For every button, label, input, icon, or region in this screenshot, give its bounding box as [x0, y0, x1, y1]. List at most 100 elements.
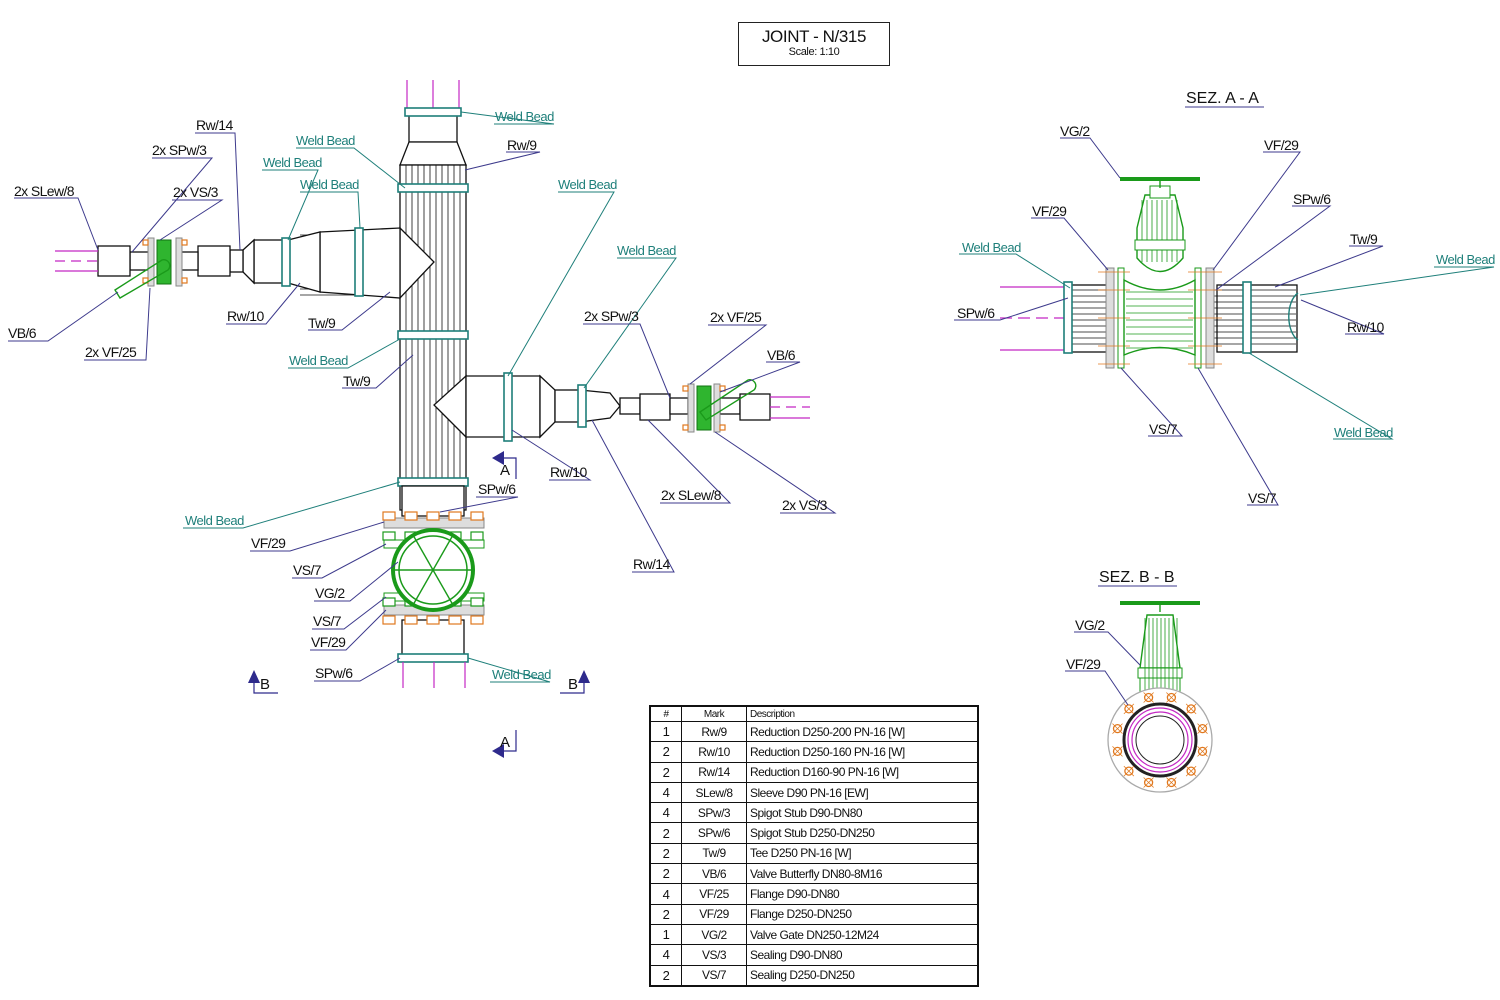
main-view: Rw/14 2x SPw/3 2x SLew/8 2x VS/3 VB/6 2x… [8, 80, 837, 758]
svg-text:A: A [500, 462, 510, 479]
label-weld-lower: Weld Bead [185, 513, 244, 528]
label-tw9-b: Tw/9 [343, 373, 371, 389]
weld-bead-bottom [397, 653, 469, 663]
bom-header-row: # Mark Description [649, 705, 979, 722]
label-vs3-right: 2x VS/3 [782, 497, 828, 513]
bom-cell-qty: 2 [649, 761, 682, 783]
label-slew8-left: 2x SLew/8 [14, 183, 75, 199]
label-weld-right-2: Weld Bead [617, 243, 676, 258]
label-aa-weld-left: Weld Bead [962, 240, 1021, 255]
weld-bead-aa-left [1063, 281, 1073, 354]
bom-cell-mark: VS/3 [681, 944, 747, 966]
gate-valve-top-view [382, 511, 485, 625]
label-weld-top: Weld Bead [495, 109, 554, 124]
bom-cell-qty: 4 [649, 883, 682, 905]
label-aa-vs7-left: VS/7 [1149, 421, 1178, 437]
label-rw14-left: Rw/14 [196, 117, 233, 133]
bom-cell-mark: Rw/10 [681, 741, 747, 763]
label-spw6-upper: SPw/6 [478, 481, 516, 497]
label-spw6-lower: SPw/6 [315, 665, 353, 681]
axis-lines-top [406, 80, 460, 110]
bom-cell-description: Reduction D250-200 PN-16 [W] [746, 720, 979, 743]
bom-cell-qty: 2 [649, 863, 682, 885]
bom-cell-description: Spigot Stub D90-DN80 [746, 802, 979, 824]
weld-bead-aa-right [1242, 281, 1252, 354]
bom-cell-description: Reduction D160-90 PN-16 [W] [746, 761, 979, 783]
label-vs3-left: 2x VS/3 [173, 184, 219, 200]
label-vf25-right: 2x VF/25 [710, 309, 762, 325]
label-rw10-right: Rw/10 [550, 464, 587, 480]
bom-cell-description: Valve Butterfly DN80-8M16 [746, 863, 979, 885]
bom-cell-description: Tee D250 PN-16 [W] [746, 842, 979, 865]
weld-bead-upper [397, 183, 469, 193]
bom-cell-mark: VS/7 [681, 964, 747, 987]
left-branch [55, 227, 401, 299]
bom-cell-qty: 1 [649, 720, 682, 743]
label-aa-vf29-left: VF/29 [1032, 203, 1067, 219]
label-weld-mid: Weld Bead [289, 353, 348, 368]
label-vs7-upper: VS/7 [293, 562, 322, 578]
bom-cell-mark: SLew/8 [681, 781, 747, 804]
label-weld-left-1: Weld Bead [263, 155, 322, 170]
bom-cell-description: Reduction D250-160 PN-16 [W] [746, 741, 979, 763]
label-vf29-upper: VF/29 [251, 535, 286, 551]
bom-cell-description: Sealing D250-DN250 [746, 964, 979, 987]
weld-bead-top [404, 107, 462, 117]
bom-cell-mark: VF/25 [681, 883, 747, 905]
butterfly-valve-right [682, 379, 757, 433]
bom-cell-description: Flange D250-DN250 [746, 903, 979, 925]
bom-cell-qty: 2 [649, 822, 682, 844]
bom-cell-description: Sleeve D90 PN-16 [EW] [746, 781, 979, 804]
bom-cell-qty: 4 [649, 802, 682, 824]
bom-header-qty: # [649, 705, 682, 722]
label-aa-weld-right: Weld Bead [1436, 252, 1495, 267]
label-aa-rw10: Rw/10 [1347, 319, 1384, 335]
axis-lines-bottom [402, 662, 466, 688]
label-aa-vg2: VG/2 [1060, 123, 1090, 139]
bom-cell-mark: Rw/14 [681, 761, 747, 783]
labels-main: Rw/14 2x SPw/3 2x SLew/8 2x VS/3 VB/6 2x… [8, 109, 828, 682]
label-aa-vs7-right: VS/7 [1248, 490, 1277, 506]
drawing-title: JOINT - N/315 [761, 27, 867, 46]
bom-cell-mark: SPw/6 [681, 822, 747, 844]
bom-cell-mark: VG/2 [681, 923, 747, 946]
section-bb-title: SEZ. B - B [1099, 569, 1175, 586]
bom-cell-description: Valve Gate DN250-12M24 [746, 923, 979, 946]
label-vf29-lower: VF/29 [311, 634, 346, 650]
bom-cell-qty: 2 [649, 741, 682, 763]
section-aa-title: SEZ. A - A [1186, 90, 1259, 107]
bom-cell-qty: 4 [649, 944, 682, 966]
svg-text:B: B [568, 676, 578, 693]
label-rw14-right: Rw/14 [633, 556, 670, 572]
svg-text:A: A [500, 734, 510, 751]
bom-cell-qty: 2 [649, 903, 682, 925]
title-block: JOINT - N/315 Scale: 1:10 [738, 22, 890, 66]
section-mark-b-left: B [248, 670, 278, 694]
section-mark-b-right: B [560, 670, 590, 694]
label-weld-left-2: Weld Bead [300, 177, 359, 192]
bom-cell-mark: Rw/9 [681, 720, 747, 743]
weld-bead-lower [397, 477, 469, 487]
weld-bead-mid [397, 330, 469, 340]
bom-cell-mark: VF/29 [681, 903, 747, 925]
label-aa-spw6-left: SPw/6 [957, 305, 995, 321]
label-spw3-left: 2x SPw/3 [152, 142, 207, 158]
label-vg2: VG/2 [315, 585, 345, 601]
label-tw9-a: Tw/9 [308, 315, 336, 331]
weld-bead-right-2 [577, 384, 587, 428]
drawing-scale: Scale: 1:10 [788, 46, 840, 58]
butterfly-valve-left [114, 237, 188, 299]
label-aa-weld-bottom: Weld Bead [1334, 425, 1393, 440]
